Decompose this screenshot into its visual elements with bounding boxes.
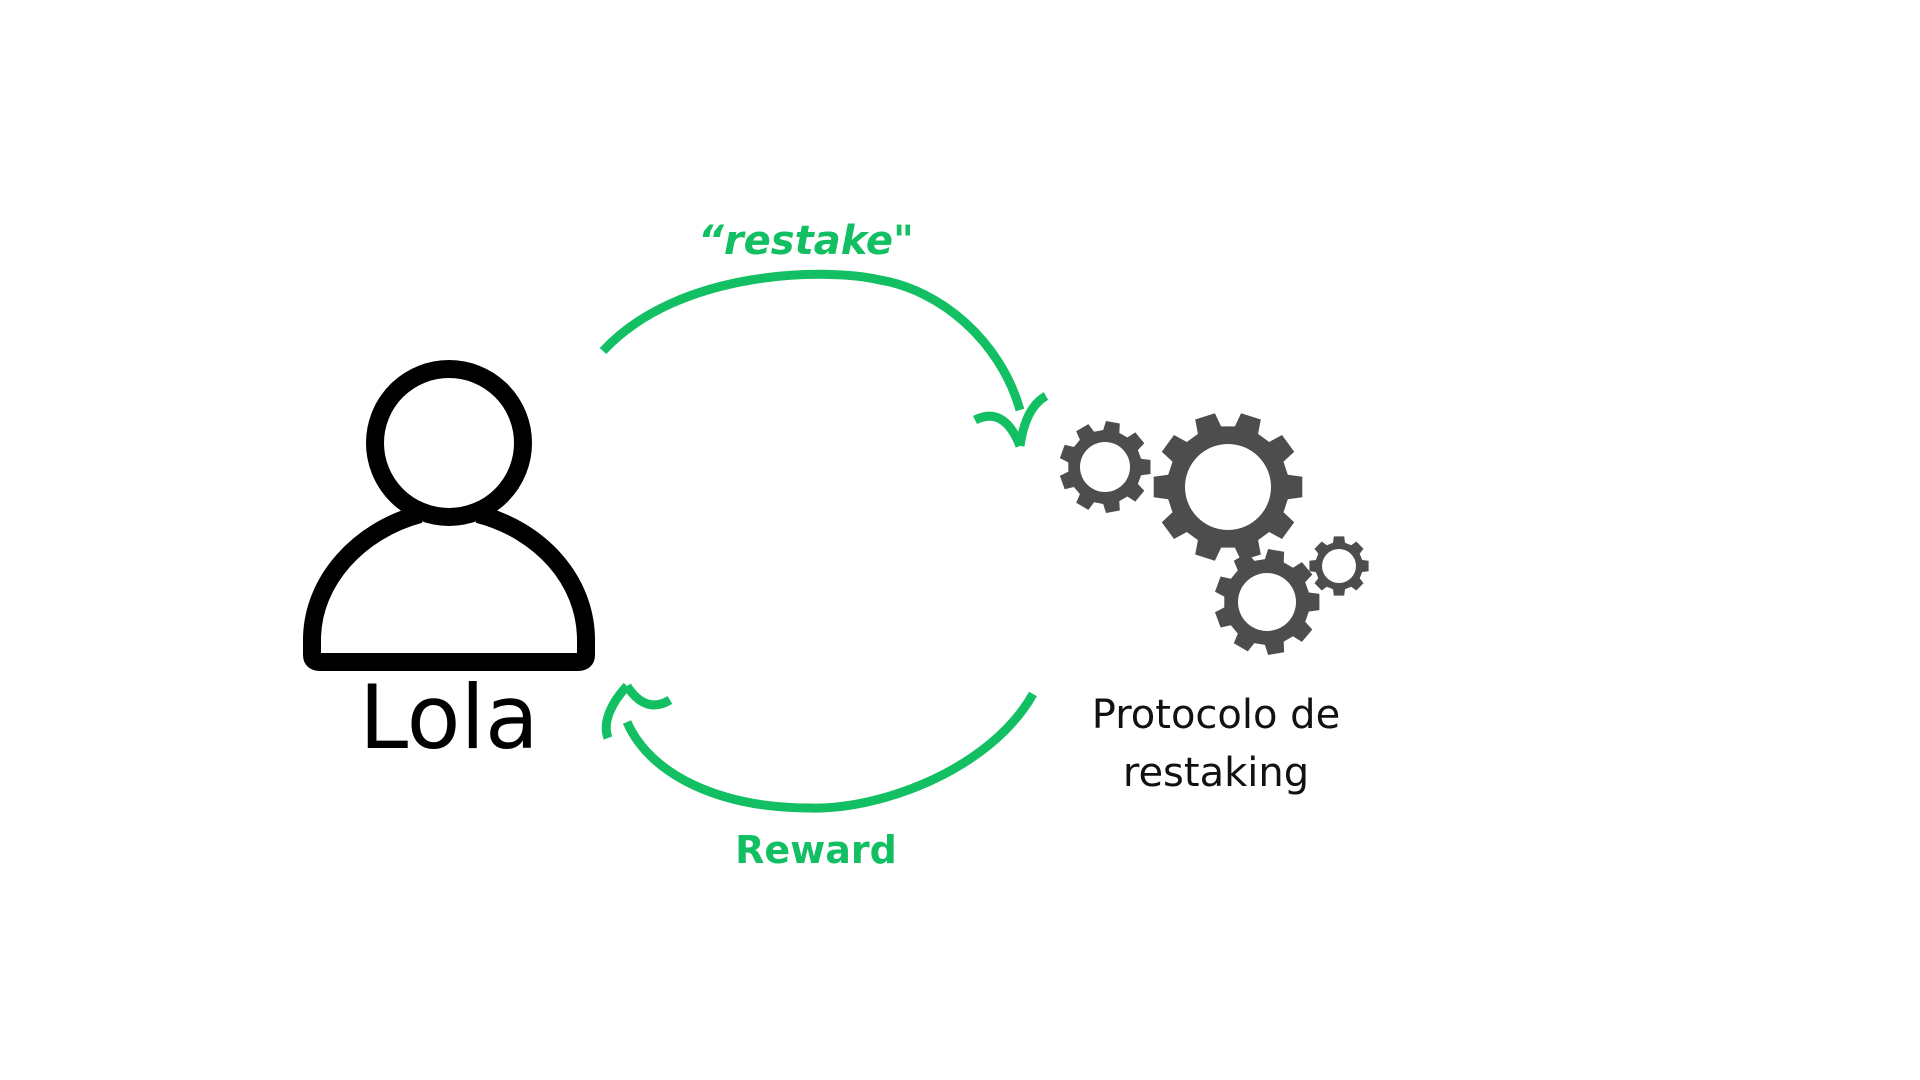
reward-arrowhead-left bbox=[601, 682, 631, 740]
person-name: Lola bbox=[359, 666, 539, 769]
protocol-label: Protocolo de restaking bbox=[1056, 686, 1376, 802]
restake-arrow bbox=[599, 269, 1049, 448]
protocol-label-line2: restaking bbox=[1122, 750, 1310, 796]
restake-arrowhead-right bbox=[1015, 392, 1049, 447]
gear-small-left bbox=[1059, 421, 1151, 513]
restake-arrowhead-left bbox=[972, 411, 1025, 448]
reward-arrow-curve bbox=[622, 691, 1037, 813]
reward-arrow bbox=[601, 682, 1037, 813]
reward-label: Reward bbox=[735, 828, 897, 872]
restake-label: “restake" bbox=[698, 218, 914, 264]
gear-medium-bottom bbox=[1215, 549, 1320, 655]
reward-arrowhead-right bbox=[623, 683, 673, 710]
protocol-label-line1: Protocolo de bbox=[1091, 692, 1341, 738]
user-icon bbox=[303, 360, 595, 671]
user-head bbox=[366, 360, 532, 526]
restake-arrow-curve bbox=[599, 269, 1025, 412]
gears-icon bbox=[1059, 413, 1369, 655]
gear-large bbox=[1153, 413, 1303, 561]
user-body bbox=[303, 505, 595, 671]
gear-tiny-right bbox=[1309, 536, 1369, 596]
